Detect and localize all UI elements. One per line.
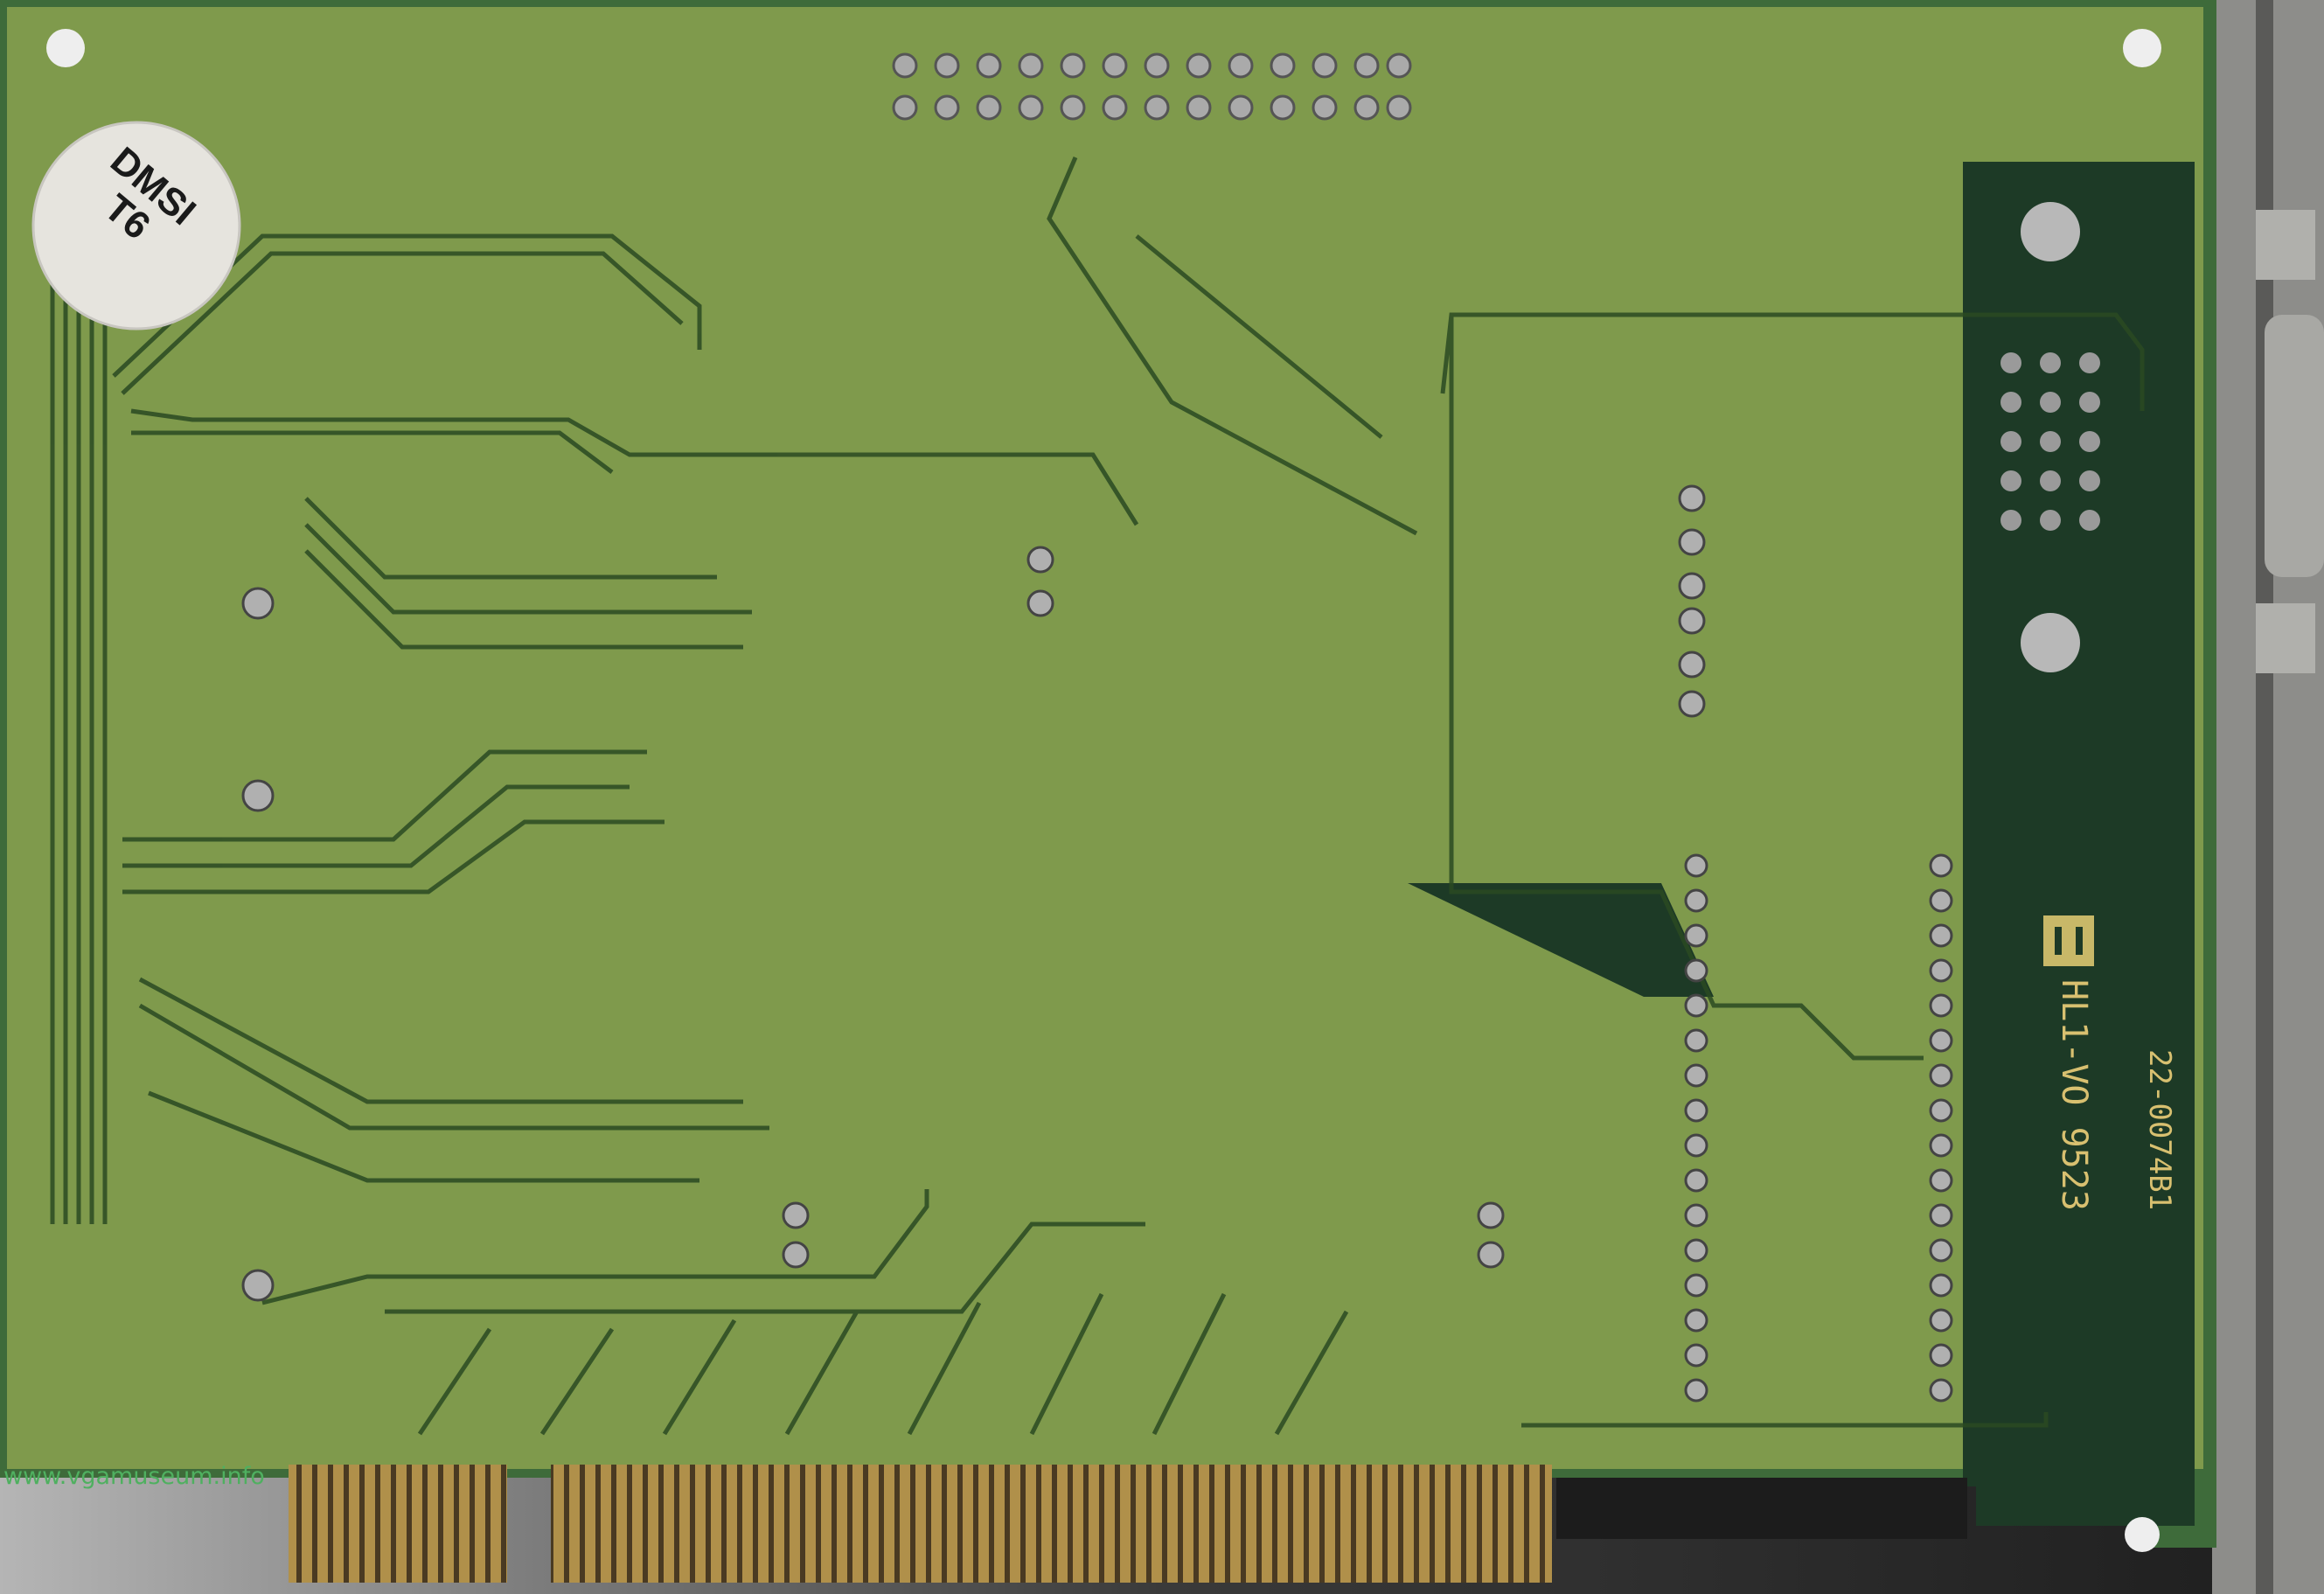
circuit-board	[0, 0, 2216, 1583]
manufacturer-logo	[2043, 915, 2094, 966]
pin-header	[892, 52, 1412, 121]
sticker	[31, 121, 241, 331]
watermark: www.vgamuseum.info	[3, 1463, 265, 1490]
silkscreen-part-number: 22-0074B1	[2142, 1049, 2177, 1211]
edge-connector-left	[289, 1465, 507, 1583]
screw	[2021, 613, 2080, 672]
model-text: HL1-VO	[2054, 979, 2094, 1106]
silkscreen-model: HL1-VO 9523	[2054, 979, 2094, 1211]
edge-connector-right	[551, 1465, 1552, 1583]
vga-connector	[2265, 315, 2324, 577]
dark-ground-plane	[1963, 162, 2195, 1526]
screw	[2021, 202, 2080, 261]
date-code-text: 9523	[2054, 1126, 2094, 1211]
metal-bracket	[2212, 0, 2324, 1594]
